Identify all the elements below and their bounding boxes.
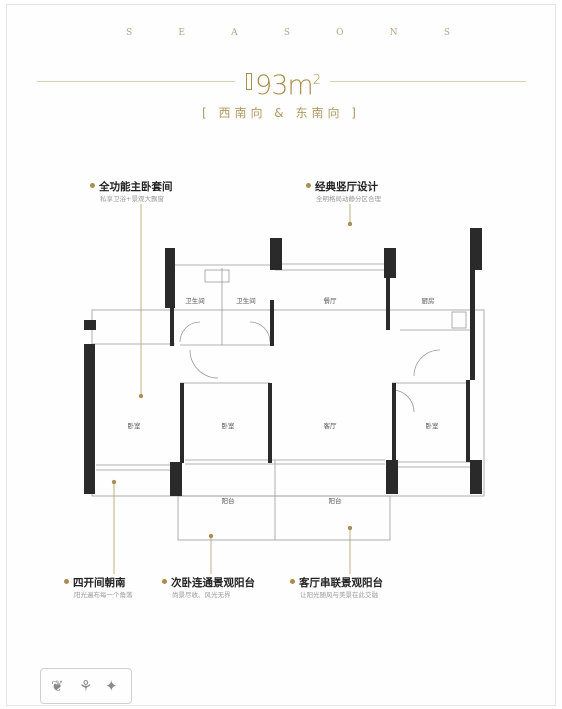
feature-classic-hall: 经典竖厅设计 全明格局动静分区合理 [306,180,381,205]
feature-subtitle: 全明格局动静分区合理 [316,195,381,203]
wall [470,228,482,270]
thin-lines [91,263,485,541]
wall [165,248,175,308]
star-glyph-icon: ✦ [105,677,118,695]
balcony-rail [177,495,391,541]
wall [170,462,182,496]
page-frame [6,4,556,706]
door-swing [179,321,201,343]
wall [270,238,282,270]
wall [386,460,398,494]
brand-letter: N [389,28,398,38]
feature-title: 经典竖厅设计 [315,181,378,193]
wall [270,300,274,346]
room-label-master-bedroom: 卧室 [128,421,142,430]
feature-title: 全功能主卧套间 [99,181,173,193]
door-swing [413,349,441,377]
door-swing [189,349,219,379]
compass-emblem-icon: ❦ ⚘ ✦ [40,668,132,704]
room-label-bath1: 卫生间 [185,296,205,305]
room-label-dining: 餐厅 [324,296,338,305]
walls [84,228,482,496]
bullet-icon [290,579,295,584]
wall [384,248,396,278]
leaf-glyph-icon: ❦ [51,677,64,695]
brand-letter: S [283,28,290,38]
door-swing [249,321,271,343]
bullet-icon [162,579,167,584]
wall [470,270,475,380]
area-value: 93m [255,70,314,101]
feature-subtitle: 让阳光随风与美景在此交融 [300,591,378,599]
leader-dot [347,221,353,227]
orientation-label: [ 西南向 & 东南向 ] [202,106,360,120]
bird-glyph-icon: ⚘ [79,677,93,695]
fixture [204,269,230,283]
leader-lines [111,204,353,574]
feature-bedroom-balcony: 次卧连通景观阳台 尚景尽收、风光无界 [162,576,255,601]
wall [84,320,96,330]
room-label-kitchen: 厨房 [422,296,435,305]
unit-area: 93m2 [240,66,326,101]
wall [84,344,95,494]
bullet-icon [64,579,69,584]
divider-right [330,81,526,82]
room-labels: 卫生间 卫生间 餐厅 厨房 卧室 卧室 客厅 卧室 阳台 阳台 [128,296,440,505]
brand-letter: O [336,28,344,38]
feature-master-suite: 全功能主卧套间 私享卫浴+景观大飘窗 [90,180,173,205]
feature-living-balcony: 客厅串联景观阳台 让阳光随风与美景在此交融 [290,576,383,601]
wall [392,383,396,463]
leader-dot [138,393,144,399]
room-label-bath2: 卫生间 [236,296,256,305]
feature-title: 客厅串联景观阳台 [299,577,383,589]
room-label-bedroom3: 卧室 [426,421,440,430]
brand-letters: S E A S O N S [0,28,562,38]
fixture [451,311,467,329]
area-row: 93m2 [0,66,562,101]
leader-dot [347,525,353,531]
feature-four-south: 四开间朝南 阳光遍布每一个角落 [64,576,133,601]
feature-title: 次卧连通景观阳台 [171,577,255,589]
area-unit: 2 [312,73,321,88]
feature-subtitle: 阳光遍布每一个角落 [74,591,133,599]
leader-dot [111,479,117,485]
brand-letter: S [443,28,450,38]
room-label-living: 客厅 [324,421,338,430]
room-label-balcony1: 阳台 [222,496,235,505]
brand-letter: E [178,28,185,38]
room-label-balcony2: 阳台 [329,496,342,505]
outline [91,309,485,497]
feature-title: 四开间朝南 [73,577,126,589]
wall [170,300,174,346]
feature-subtitle: 私享卫浴+景观大飘窗 [100,195,164,203]
brand-letter: S [126,28,133,38]
bullet-icon [90,183,95,188]
wall [470,460,482,494]
wall [268,383,272,463]
leader-dot [208,533,214,539]
feature-subtitle: 尚景尽收、风光无界 [172,591,231,599]
wall [466,380,470,462]
brand-letter: A [231,28,238,38]
divider-left [37,81,235,82]
bullet-icon [306,183,311,188]
room-label-bedroom2: 卧室 [222,421,236,430]
wall [180,383,184,463]
area-tag-icon [246,73,253,90]
wall [386,278,390,330]
